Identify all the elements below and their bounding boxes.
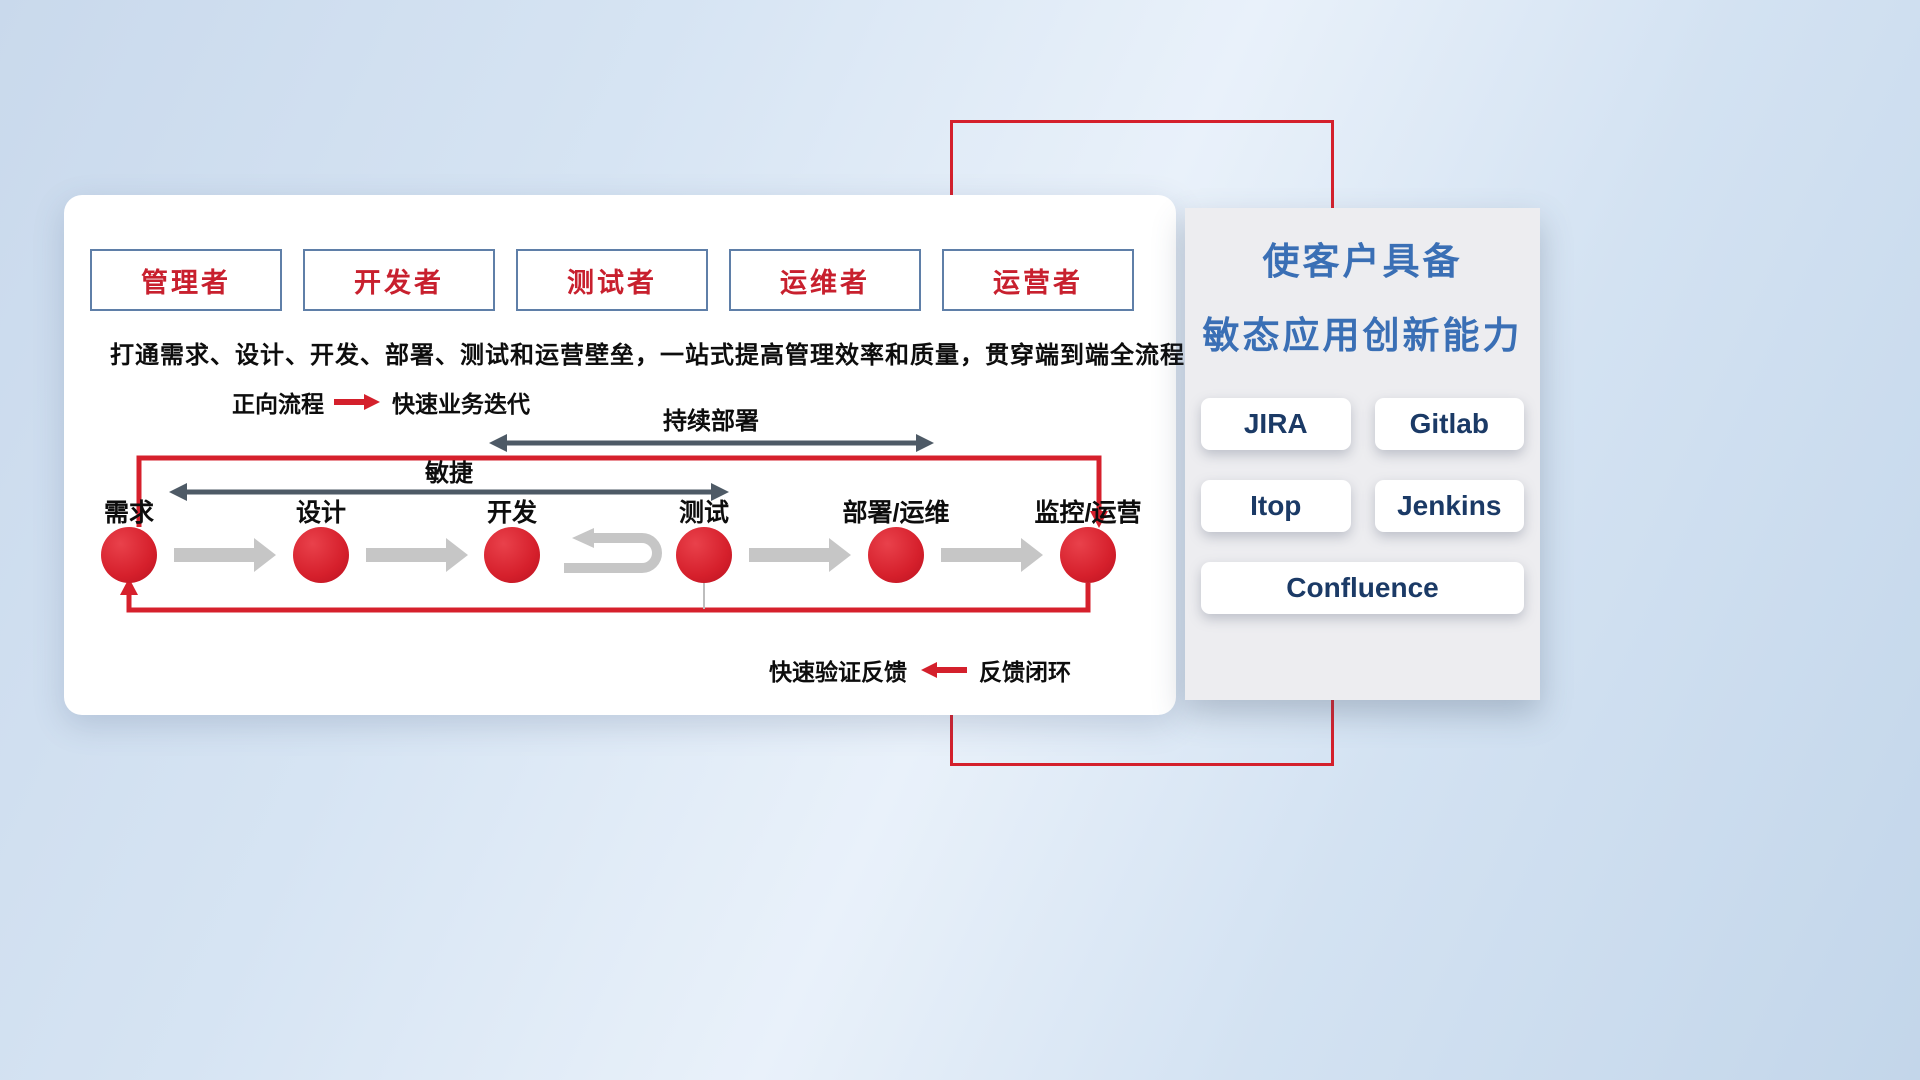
stage-label-development: 开发: [486, 499, 537, 527]
legend-feedback-desc: 反馈闭环: [979, 659, 1071, 685]
stage-circle: [676, 527, 732, 583]
tools-grid: JIRA Gitlab Itop Jenkins Confluence: [1201, 398, 1524, 614]
tool-box-jenkins: Jenkins: [1374, 480, 1524, 532]
tool-box-confluence: Confluence: [1201, 562, 1524, 614]
flow-arrow: [366, 538, 468, 572]
role-box-tester: 测试者: [516, 249, 708, 311]
stage-circles: [101, 527, 1116, 583]
cd-span-label: 持续部署: [663, 408, 759, 435]
feedback-arrow-icon: [921, 662, 967, 678]
capability-title-line2: 敏态应用创新能力: [1202, 315, 1523, 356]
roles-row: 管理者 开发者 测试者 运维者 运营者: [90, 249, 1134, 311]
stage-circle: [868, 527, 924, 583]
flow-arrow: [941, 538, 1043, 572]
legend-feedback-label: 快速验证反馈: [769, 659, 907, 685]
role-label: 运维者: [780, 267, 870, 298]
role-box-manager: 管理者: [90, 249, 282, 311]
iteration-arrow: [564, 528, 662, 573]
stage-circle: [101, 527, 157, 583]
role-label: 管理者: [141, 267, 231, 298]
stage-label-requirements: 需求: [103, 499, 154, 527]
legend-forward: 正向流程 快速业务迭代: [232, 385, 530, 419]
stage-circle: [293, 527, 349, 583]
flow-arrow: [174, 538, 276, 572]
stage-label-testing: 测试: [678, 499, 729, 527]
legend-feedback: 快速验证反馈 反馈闭环: [769, 653, 1071, 687]
tool-box-jira: JIRA: [1201, 398, 1351, 450]
legend-forward-desc: 快速业务迭代: [392, 391, 530, 417]
role-label: 测试者: [567, 267, 657, 298]
legend-forward-label: 正向流程: [232, 391, 324, 417]
role-box-operator: 运营者: [942, 249, 1134, 311]
flow-arrow: [749, 538, 851, 572]
role-box-developer: 开发者: [303, 249, 495, 311]
panel-subtitle: 打通需求、设计、开发、部署、测试和运营壁垒，一站式提高管理效率和质量，贯穿端到端…: [110, 342, 1185, 369]
flow-arrows: [174, 538, 1043, 572]
role-box-ops: 运维者: [729, 249, 921, 311]
agile-span-label: 敏捷: [425, 460, 473, 487]
stage-circle: [484, 527, 540, 583]
feedback-loop-line: [120, 578, 1091, 613]
role-label: 运营者: [993, 267, 1083, 298]
forward-arrow-icon: [334, 394, 380, 410]
capability-title-line1: 使客户具备: [1262, 241, 1463, 282]
stage-label-deploy-ops: 部署/运维: [842, 499, 950, 527]
devops-flow-panel: 管理者 开发者 测试者 运维者 运营者 打通需求、设计、开发、部署、测试和运营壁…: [64, 195, 1184, 715]
stage-circle: [1060, 527, 1116, 583]
stage-label-design: 设计: [295, 499, 346, 527]
tool-box-gitlab: Gitlab: [1374, 398, 1524, 450]
role-label: 开发者: [354, 267, 444, 298]
cd-span-arrow: [489, 434, 934, 452]
tool-box-itop: Itop: [1201, 480, 1351, 532]
stage-label-monitor-operate: 监控/运营: [1034, 499, 1142, 527]
capability-panel: 使客户具备 敏态应用创新能力 JIRA Gitlab Itop Jenkins …: [1185, 208, 1540, 700]
